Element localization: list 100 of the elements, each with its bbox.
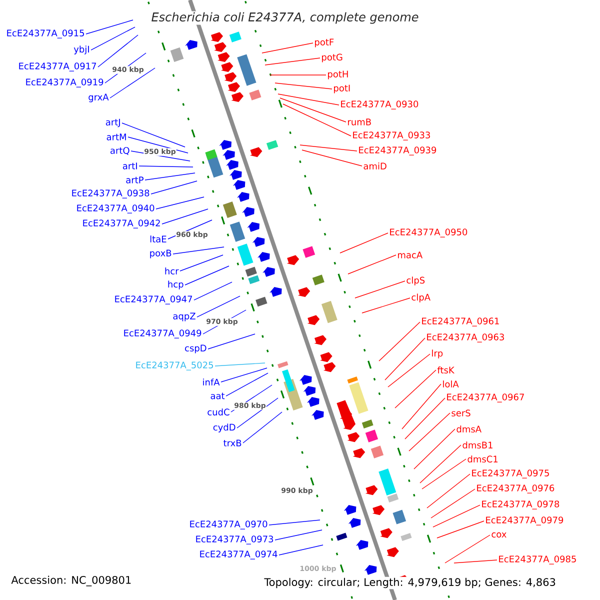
leader-line: [384, 338, 426, 380]
gene-label: dmsB1: [462, 442, 492, 448]
leader-line: [348, 254, 396, 274]
leader-line: [184, 266, 230, 286]
gene-label: EcE24377A_0961: [422, 318, 499, 326]
leader-line: [340, 232, 388, 254]
leader-line: [388, 354, 430, 388]
leader-line: [144, 172, 196, 180]
gene-label: EcE24377A_0939: [359, 146, 436, 156]
gene-label: macA: [398, 252, 423, 258]
gene-label: lrp: [432, 350, 443, 358]
leader-line: [408, 412, 450, 452]
leader-line: [404, 398, 446, 440]
leader-line: [172, 246, 224, 254]
gene-label: cspD: [185, 344, 206, 354]
gene-label: ftsK: [437, 366, 455, 374]
leader-line: [138, 166, 194, 168]
gene-label: cydD: [213, 424, 236, 432]
leader-line: [242, 412, 282, 444]
gene-label: aat: [210, 392, 225, 400]
gene-label: EcE24377A_0949: [124, 330, 202, 338]
leader-line: [90, 26, 136, 50]
leader-line: [280, 98, 346, 122]
gene-label: hcp: [168, 280, 184, 290]
gene-label: potH: [328, 70, 348, 80]
gene-label: EcE24377A_0940: [77, 204, 154, 214]
gene-label: EcE24377A_0930: [341, 100, 418, 110]
leader-line: [236, 398, 278, 428]
gene-label: potG: [322, 54, 342, 62]
gene-label: poxB: [150, 250, 172, 258]
gene-label: EcE24377A_0978: [482, 500, 560, 510]
leader-line: [378, 322, 420, 362]
gene-label: artM: [106, 134, 126, 140]
gene-label: amiD: [364, 162, 386, 170]
gene-label: hcr: [165, 268, 179, 274]
leader-line: [420, 444, 462, 484]
gene-label: EcE24377A_0973: [196, 536, 274, 544]
leader-line: [194, 282, 232, 300]
gene-label: cox: [492, 532, 506, 538]
gene-label: EcE24377A_0950: [390, 228, 468, 238]
leader-line: [430, 488, 476, 518]
gene-label: artP: [126, 176, 144, 184]
leader-line: [278, 544, 324, 556]
leader-line: [122, 122, 186, 148]
gene-label: artJ: [106, 118, 120, 128]
leader-line: [426, 474, 470, 508]
leader-line: [274, 530, 322, 540]
gene-label: EcE24377A_0979: [486, 516, 564, 526]
leader-line: [110, 68, 156, 98]
gene-label: clpA: [412, 294, 430, 302]
leader-line: [282, 104, 352, 136]
gene-label: grxA: [88, 94, 109, 102]
leader-line: [454, 560, 498, 564]
leader-line: [220, 368, 268, 382]
leader-line: [270, 74, 326, 76]
leader-line: [444, 534, 490, 564]
leader-line: [414, 428, 456, 470]
leader-line: [302, 150, 362, 166]
gene-label: artQ: [110, 147, 130, 155]
footer-text: Accession: NC_009801: [10, 574, 133, 588]
leader-line: [196, 296, 240, 318]
gene-label: serS: [452, 410, 470, 416]
gene-label: EcE24377A_0917: [19, 62, 96, 72]
gene-label: clpS: [406, 276, 425, 286]
gene-label: EcE24377A_0919: [26, 78, 104, 88]
gene-label: potF: [315, 38, 334, 48]
gene-label: EcE24377A_0933: [353, 132, 430, 140]
gene-label: aqpZ: [173, 312, 196, 322]
gene-label: infA: [203, 378, 220, 386]
gene-label: dmsC1: [468, 456, 498, 462]
footer-text: Topology: circular; Length: 4,979,619 bp; Genes: 4,863: [263, 576, 557, 590]
leader-line: [362, 298, 410, 314]
gene-label: EcE24377A_0938: [72, 190, 150, 198]
leader-line: [150, 180, 198, 194]
gene-label: EcE24377A_0947: [115, 296, 192, 304]
gene-label: cudC: [208, 408, 230, 416]
gene-label: EcE24377A_0985: [499, 556, 576, 564]
leader-line: [98, 34, 138, 68]
leader-line: [402, 384, 442, 430]
gene-label: EcE24377A_0942: [83, 220, 160, 228]
gene-label: dmsA: [456, 426, 482, 432]
leader-line: [86, 20, 134, 34]
gene-label: EcE24377A_0976: [477, 484, 554, 494]
leader-line: [436, 520, 484, 538]
gene-label: artI: [122, 162, 137, 170]
gene-label: rumB: [348, 118, 371, 126]
leader-line: [128, 136, 188, 154]
gene-label: ybjI: [74, 46, 89, 54]
leader-line: [264, 58, 320, 66]
gene-label: EcE24377A_0967: [447, 394, 524, 402]
leader-line: [162, 208, 208, 224]
leader-line: [180, 254, 224, 272]
leader-line: [432, 504, 480, 528]
leader-line: [278, 94, 340, 106]
gene-label: lolA: [443, 380, 459, 388]
gene-label: EcE24377A_0970: [190, 520, 268, 530]
leader-line: [354, 280, 406, 298]
gene-label: potI: [334, 84, 350, 94]
gene-label: EcE24377A_0963: [427, 334, 504, 342]
gene-label: EcE24377A_5025: [136, 362, 213, 370]
